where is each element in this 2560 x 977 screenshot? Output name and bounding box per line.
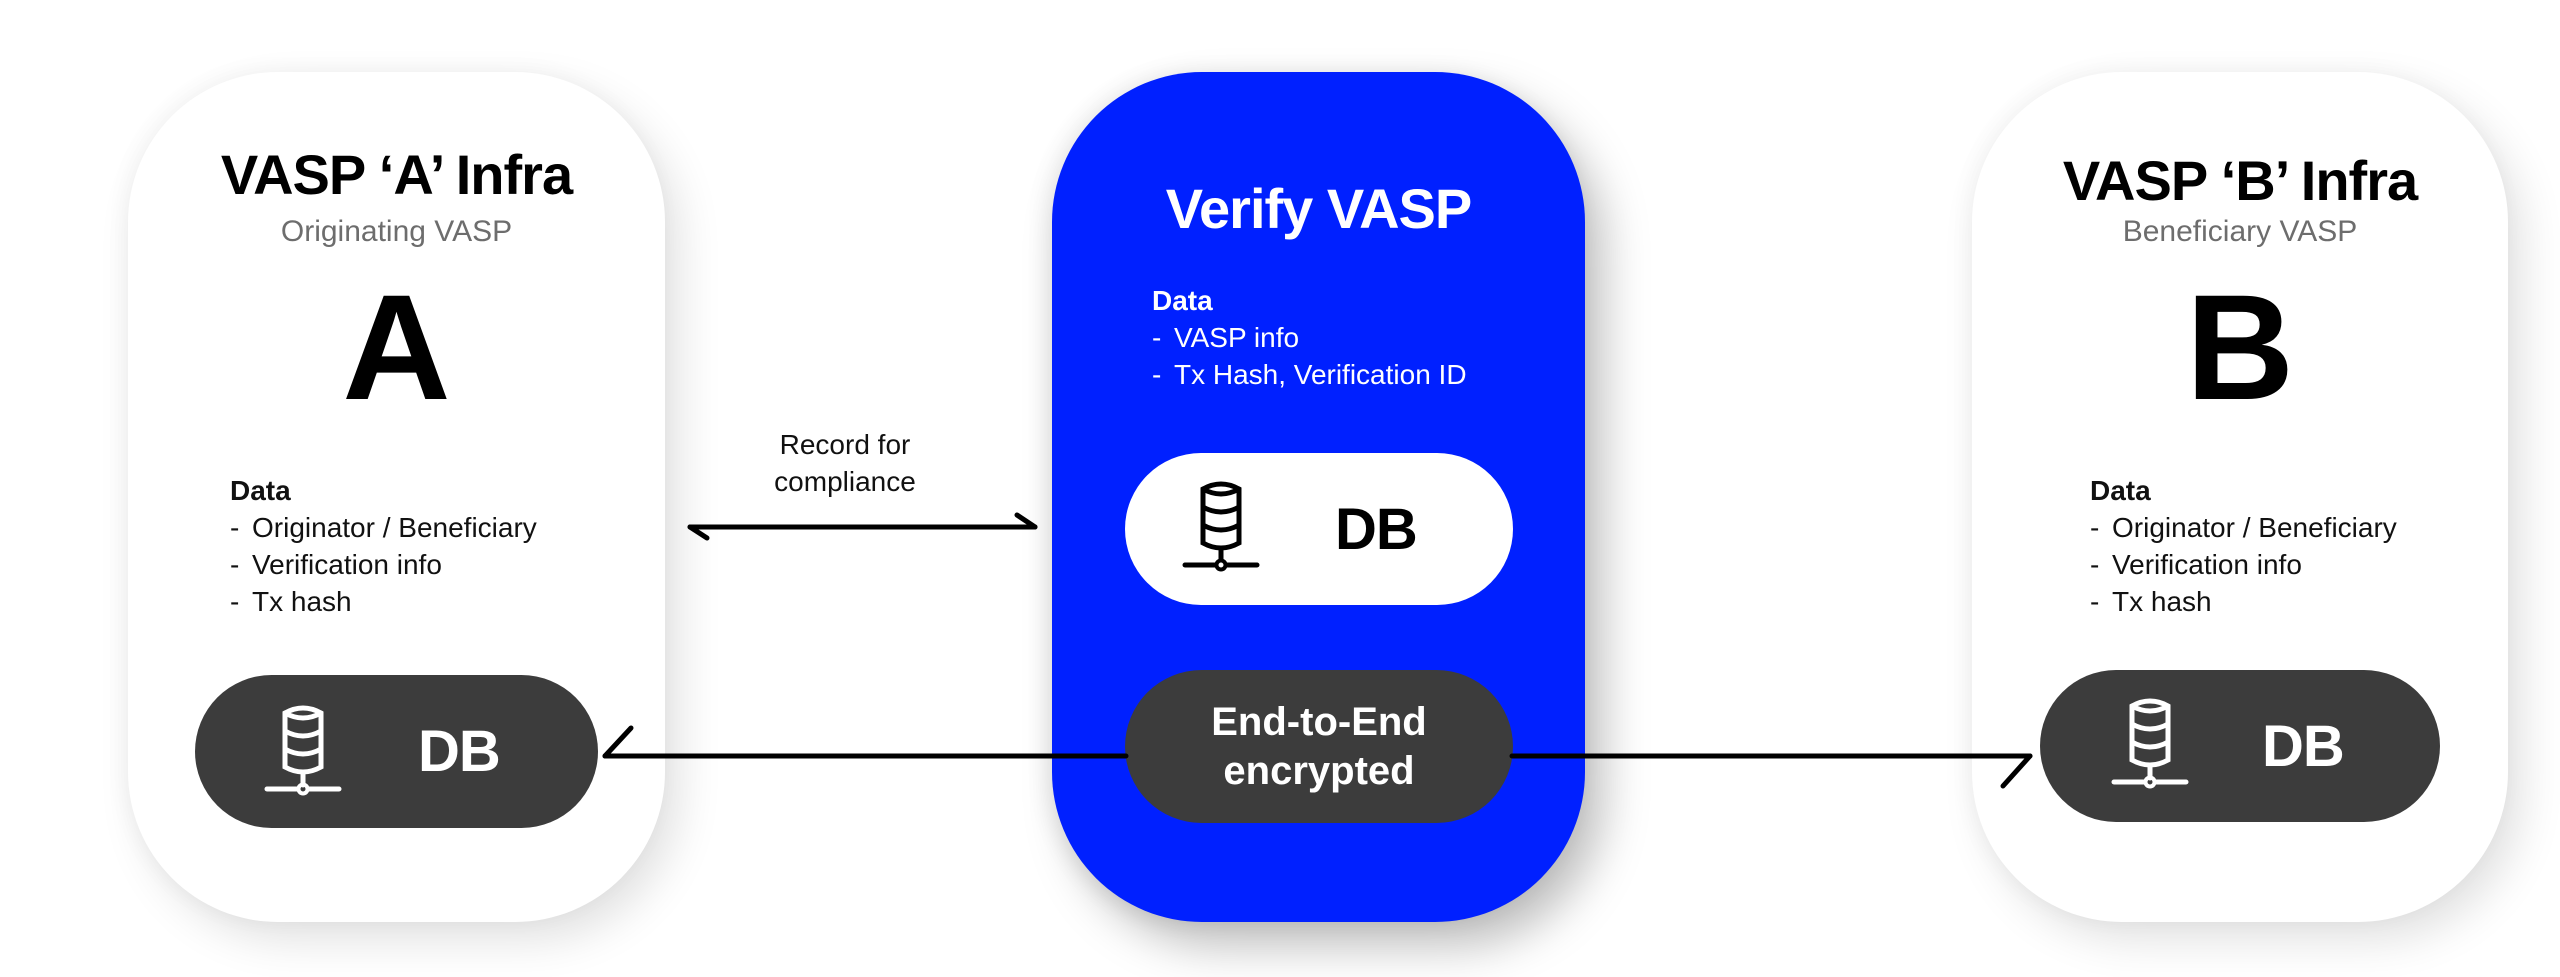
data-item: -Tx hash bbox=[2090, 586, 2212, 617]
transfer-arrow-to-a bbox=[602, 725, 1129, 759]
database-server-icon bbox=[2111, 698, 2189, 789]
encryption-label-line1: End-to-End bbox=[1211, 699, 1427, 744]
database-server-icon bbox=[264, 705, 342, 796]
vasp-b-card: VASP ‘B’ Infra Beneficiary VASP B Data -… bbox=[1972, 72, 2508, 922]
vasp-b-data-list: Data -Originator / Beneficiary -Verifica… bbox=[2090, 472, 2397, 620]
data-item: -Tx Hash, Verification ID bbox=[1152, 359, 1467, 390]
vasp-b-db-pill: DB bbox=[2040, 670, 2440, 822]
db-label: DB bbox=[1335, 496, 1418, 562]
compliance-arrow-left-head bbox=[687, 524, 710, 541]
data-item: -Verification info bbox=[230, 549, 442, 580]
data-heading: Data bbox=[2090, 475, 2151, 506]
data-item: -Originator / Beneficiary bbox=[2090, 512, 2397, 543]
vasp-a-db-pill: DB bbox=[195, 675, 598, 828]
encryption-label-line2: encrypted bbox=[1223, 748, 1415, 793]
data-item: -Verification info bbox=[2090, 549, 2302, 580]
vasp-a-data-list: Data -Originator / Beneficiary -Verifica… bbox=[230, 472, 537, 620]
verify-vasp-card: Verify VASP Data -VASP info -Tx Hash, Ve… bbox=[1052, 72, 1585, 922]
data-heading: Data bbox=[1152, 285, 1213, 316]
verify-vasp-db-pill: DB bbox=[1125, 453, 1513, 605]
data-item: -VASP info bbox=[1152, 322, 1300, 353]
transfer-arrow-to-b bbox=[1509, 753, 2033, 789]
vasp-b-subtitle: Beneficiary VASP bbox=[2122, 215, 2358, 248]
compliance-label: Record for compliance bbox=[730, 426, 960, 500]
verify-vasp-title: Verify VASP bbox=[1165, 177, 1472, 240]
compliance-label-line2: compliance bbox=[774, 466, 916, 497]
vasp-a-title: VASP ‘A’ Infra bbox=[220, 143, 573, 206]
db-label: DB bbox=[418, 719, 501, 784]
vasp-a-card: VASP ‘A’ Infra Originating VASP A Data -… bbox=[128, 72, 665, 922]
compliance-arrow-right-head bbox=[1014, 512, 1038, 530]
vasp-a-letter: A bbox=[342, 263, 451, 431]
vasp-b-title: VASP ‘B’ Infra bbox=[2062, 149, 2418, 212]
database-server-icon bbox=[1182, 481, 1260, 572]
vasp-a-subtitle: Originating VASP bbox=[280, 215, 513, 248]
vasp-b-letter: B bbox=[2185, 263, 2295, 431]
compliance-arrow bbox=[687, 512, 1038, 541]
data-item: -Originator / Beneficiary bbox=[230, 512, 537, 543]
verify-vasp-data-list: Data -VASP info -Tx Hash, Verification I… bbox=[1152, 282, 1467, 393]
data-heading: Data bbox=[230, 475, 291, 506]
data-item: -Tx hash bbox=[230, 586, 352, 617]
compliance-label-line1: Record for bbox=[779, 429, 911, 460]
end-to-end-encrypted-pill: End-to-End encrypted bbox=[1125, 670, 1513, 823]
db-label: DB bbox=[2262, 713, 2345, 779]
